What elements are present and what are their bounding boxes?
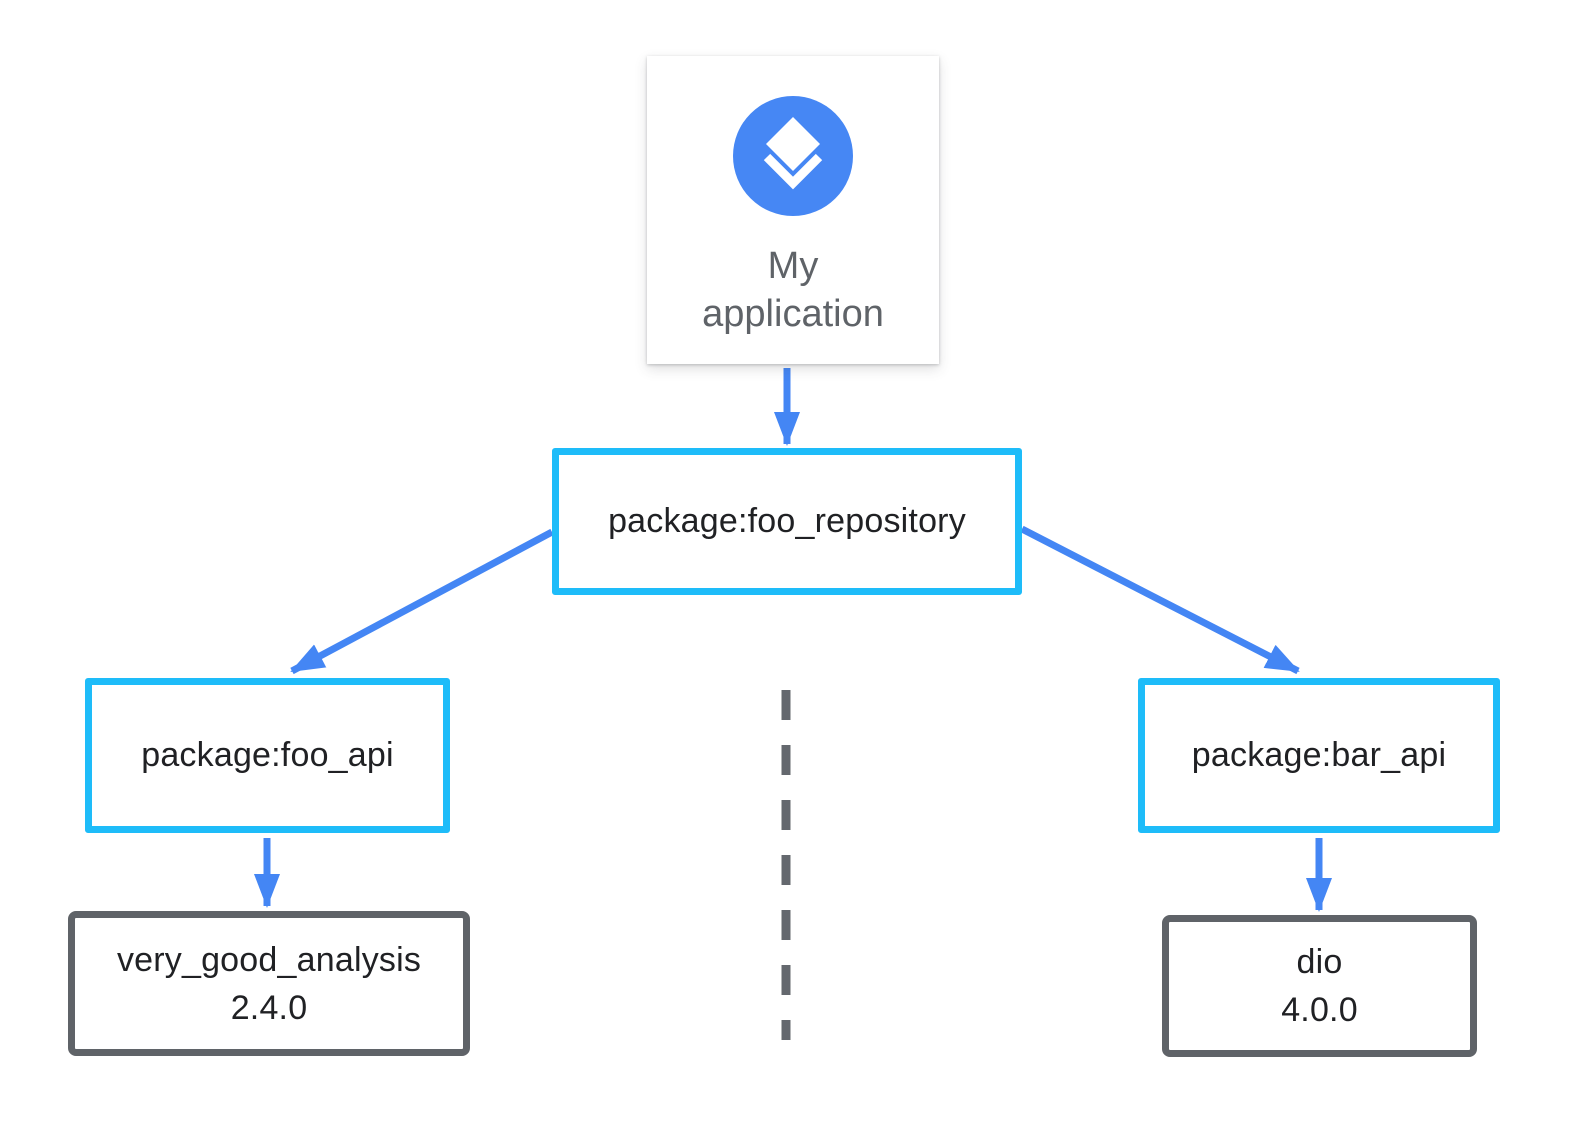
node-foo-repository: package:foo_repository — [552, 448, 1022, 595]
foo-api-label: package:foo_api — [141, 736, 394, 774]
very-good-analysis-name: very_good_analysis — [116, 940, 422, 979]
node-very-good-analysis: very_good_analysis 2.4.0 — [68, 911, 470, 1056]
node-dio: dio 4.0.0 — [1162, 915, 1477, 1057]
bar-api-label: package:bar_api — [1191, 736, 1447, 774]
dio-version: 4.0.0 — [1281, 991, 1358, 1029]
foo-repository-label: package:foo_repository — [608, 502, 966, 540]
node-foo-api: package:foo_api — [85, 678, 450, 833]
edge-foo-repository-to-foo-api — [290, 528, 554, 675]
very-good-analysis-version: 2.4.0 — [230, 988, 308, 1027]
layers-icon — [733, 96, 853, 216]
edge-foo-repository-to-bar-api — [1020, 525, 1300, 675]
node-application: My application — [647, 56, 939, 364]
application-label: My application — [702, 245, 884, 335]
node-bar-api: package:bar_api — [1138, 678, 1500, 833]
dio-name: dio — [1296, 943, 1343, 981]
